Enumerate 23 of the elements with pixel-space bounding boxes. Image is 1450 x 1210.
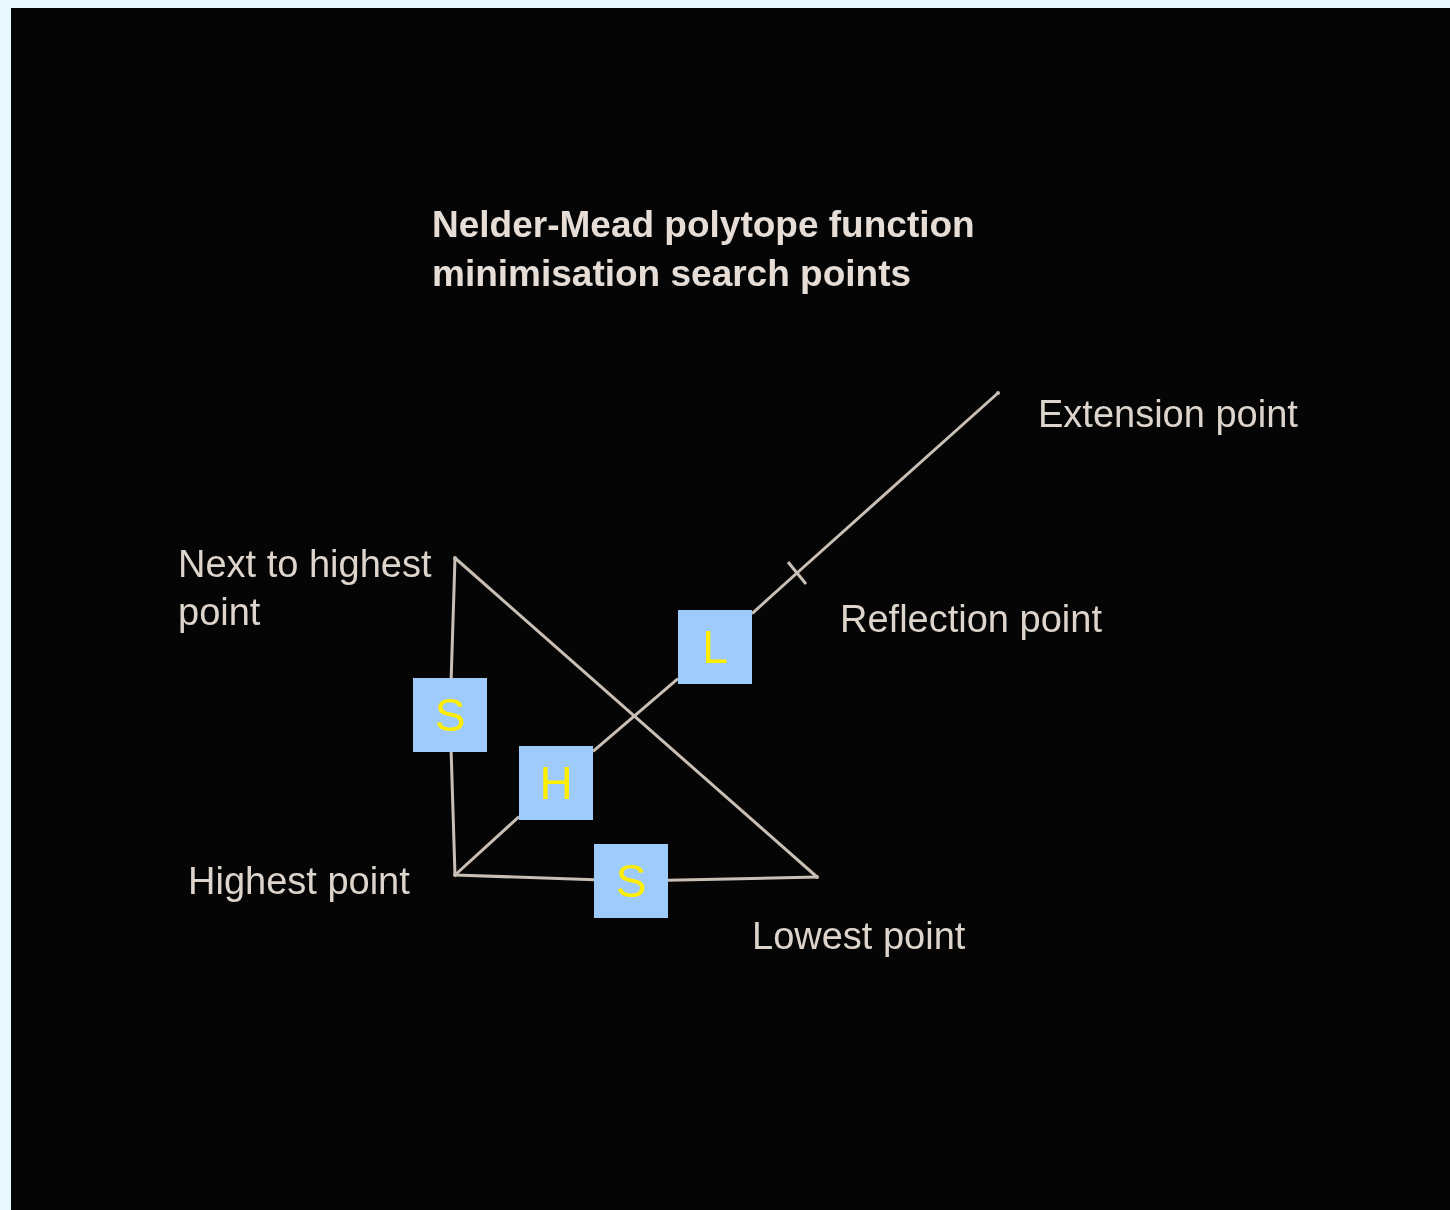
vertex-dot xyxy=(815,875,819,879)
connector-line xyxy=(449,557,457,679)
connector-line xyxy=(454,873,595,882)
point-label: Reflection point xyxy=(840,597,1103,642)
letter-marker: H xyxy=(519,746,593,820)
connector-line xyxy=(592,677,679,753)
point-label: Extension point xyxy=(1038,392,1299,437)
letter-marker: S xyxy=(594,844,668,918)
point-label: Highest point xyxy=(188,859,411,904)
connector-line xyxy=(454,815,520,877)
connector-line xyxy=(667,875,818,882)
letter-marker: L xyxy=(678,610,752,684)
vertex-dot xyxy=(453,556,457,560)
letter-marker: S xyxy=(413,678,487,752)
point-label: Next to highest point xyxy=(178,542,433,635)
connector-line xyxy=(796,391,999,575)
point-label: Lowest point xyxy=(752,914,967,959)
diagram-title: Nelder-Mead polytope function minimisation search points xyxy=(432,203,976,296)
connector-line xyxy=(454,556,818,879)
connector-line xyxy=(449,751,457,876)
vertex-dot xyxy=(996,391,1000,395)
vertex-dot xyxy=(453,873,457,877)
connector-line xyxy=(751,571,798,615)
